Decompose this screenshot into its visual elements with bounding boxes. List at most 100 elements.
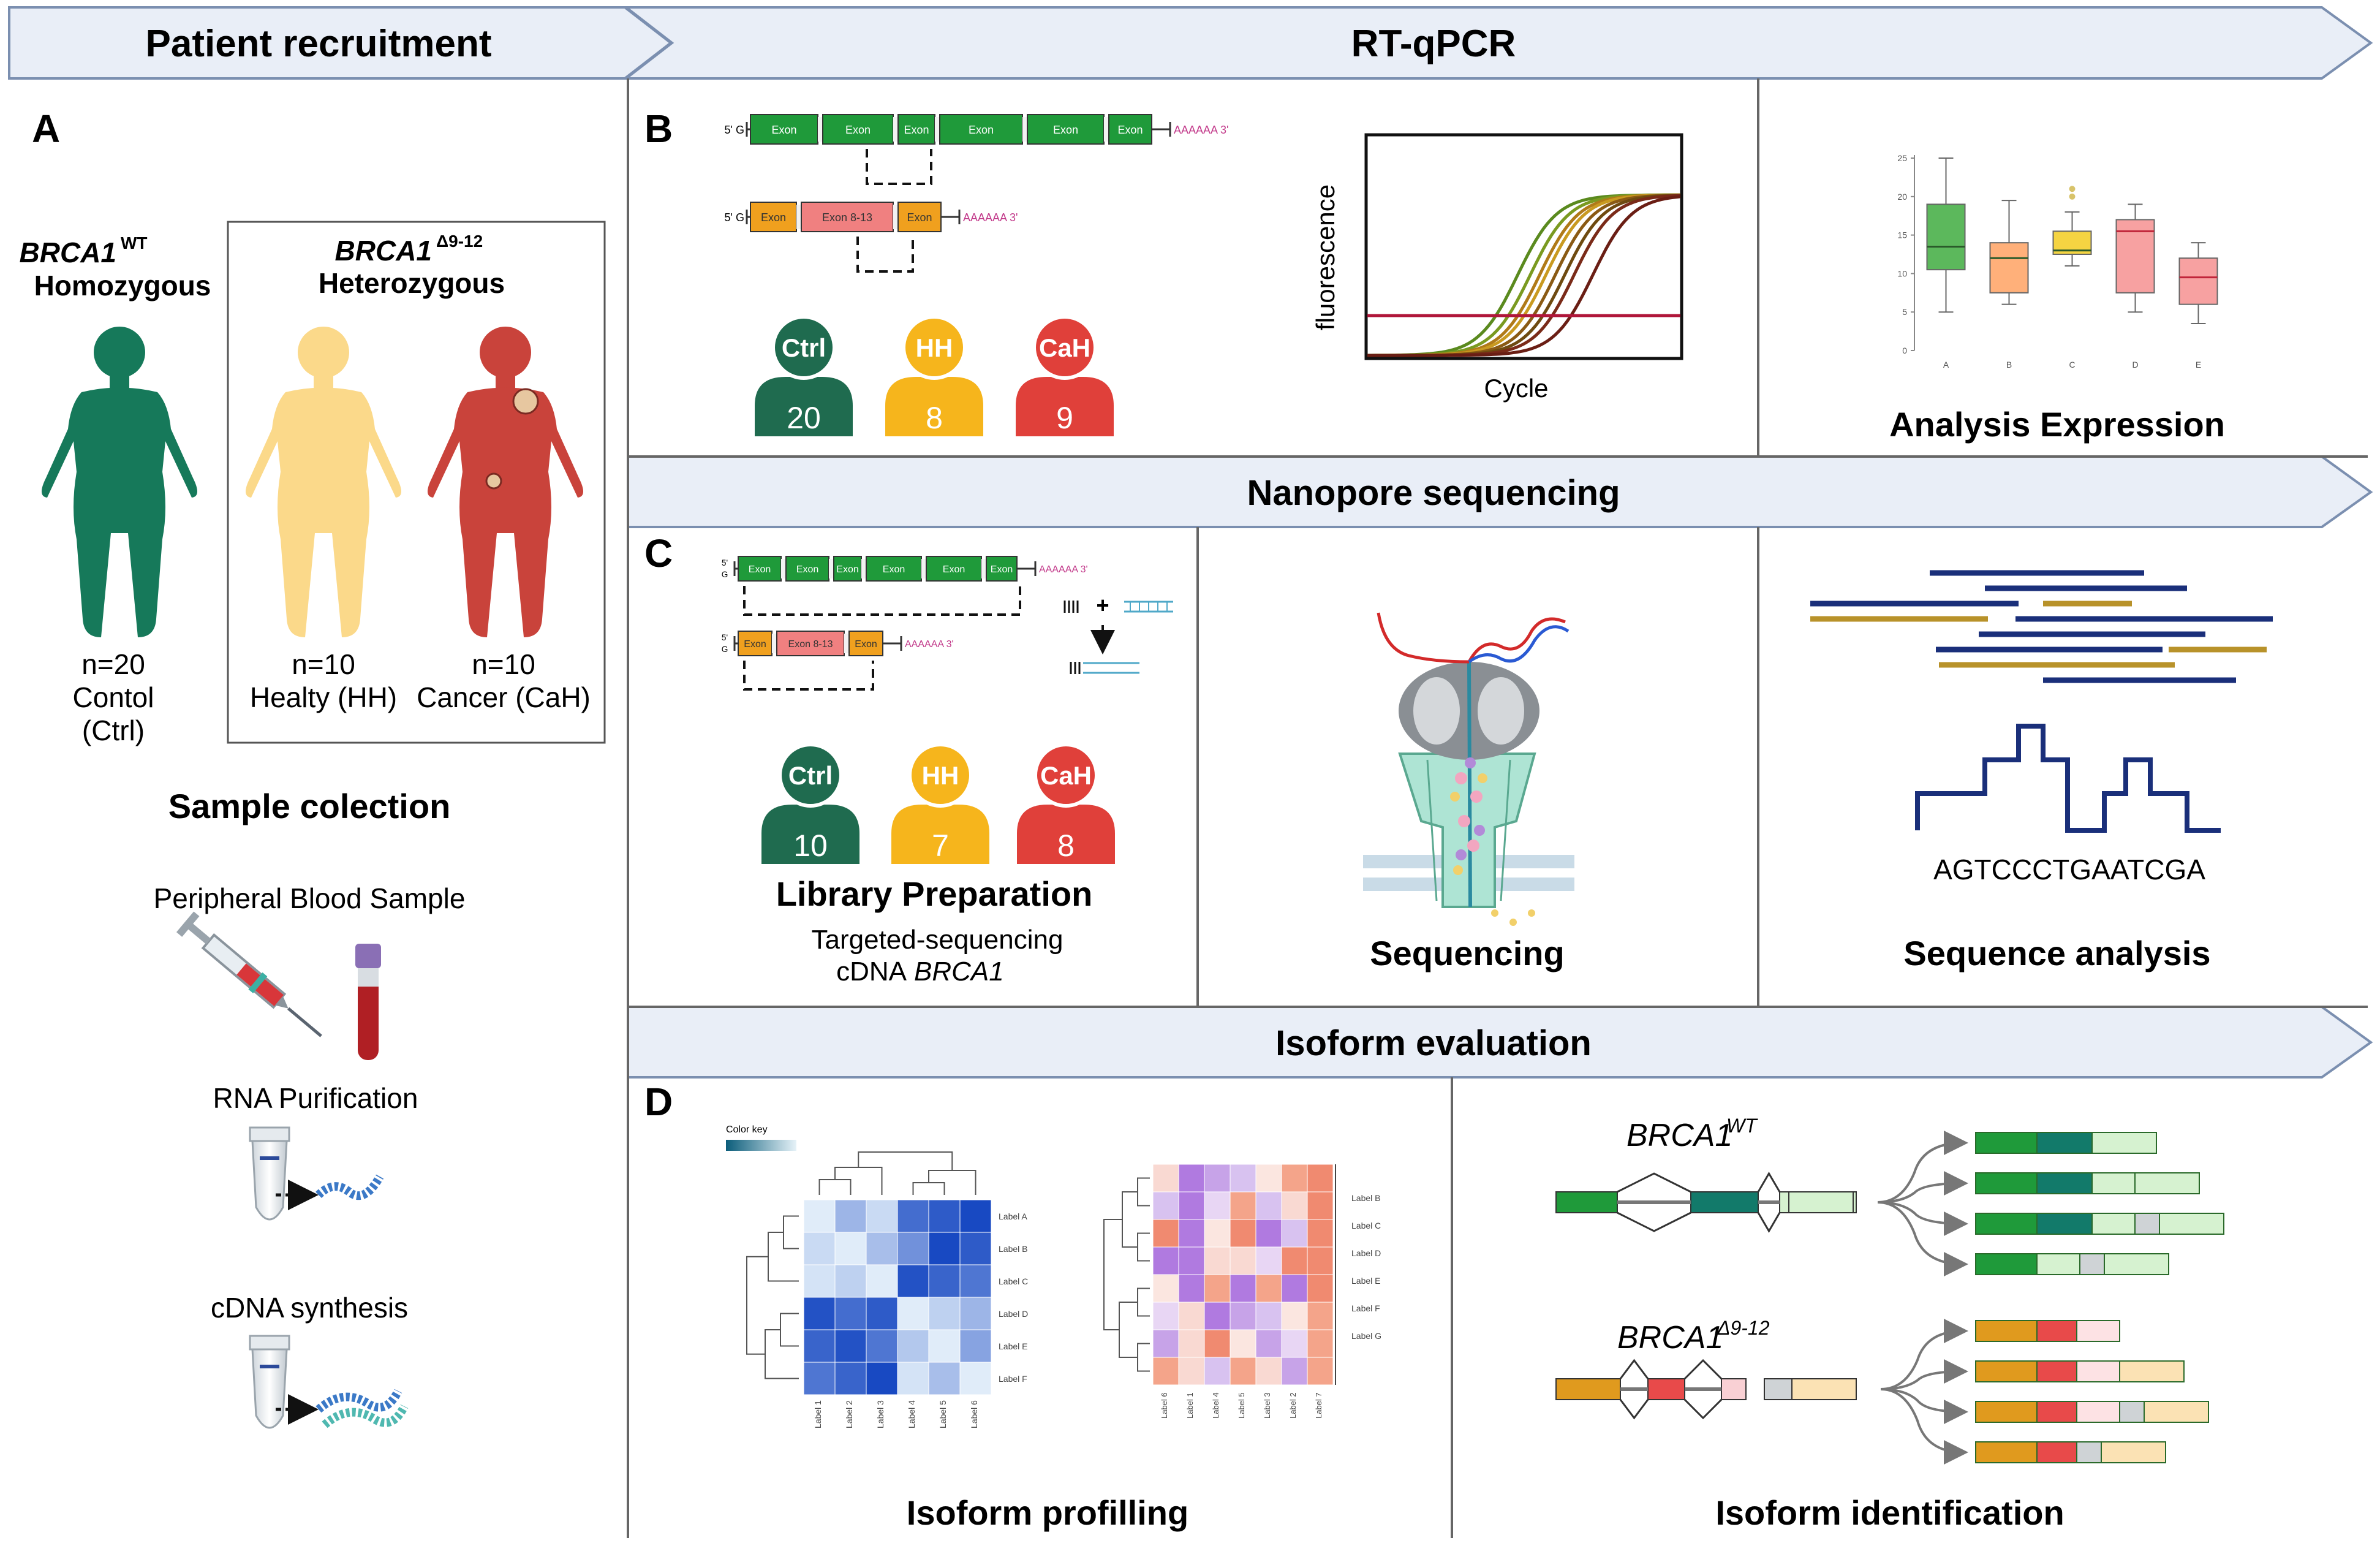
heatmap-cell xyxy=(1152,1357,1179,1386)
heatmap-cell xyxy=(1204,1246,1231,1275)
exon-junction xyxy=(921,559,926,578)
heatmap-cell xyxy=(1152,1191,1179,1220)
heatmap-row-label: Label E xyxy=(999,1341,1027,1351)
isoform-exon xyxy=(2101,1441,2166,1463)
group-body xyxy=(891,805,989,864)
heatmap-cell xyxy=(866,1199,898,1233)
exon-label: Exon xyxy=(749,564,771,575)
splice-arc xyxy=(1617,1211,1691,1232)
heatmap-row-label: Label G xyxy=(1351,1331,1381,1341)
dendrogram-branch xyxy=(912,1182,945,1195)
del-sup-label: Δ9-12 xyxy=(436,232,483,251)
heatmap-cell xyxy=(959,1297,992,1330)
gene-exon xyxy=(1555,1378,1621,1400)
heatmap-cell xyxy=(1307,1164,1334,1192)
exon-junction xyxy=(1104,117,1109,142)
heatmap-col-label: Label 3 xyxy=(1263,1392,1272,1419)
group-count: 7 xyxy=(932,828,949,863)
splice-arc xyxy=(1757,1212,1781,1233)
g-cap-label: G xyxy=(722,645,728,654)
heatmap-cell xyxy=(1281,1164,1308,1192)
heatmap-row-label: Label D xyxy=(1351,1248,1381,1258)
heatmap-cell xyxy=(803,1232,836,1265)
color-key-label: Color key xyxy=(726,1124,768,1135)
isoform-exon xyxy=(2134,1172,2200,1194)
boxplot-ytick-label: 0 xyxy=(1902,346,1907,355)
exon-label: Exon xyxy=(855,639,877,650)
hh-count: n=10 Healty (HH) xyxy=(250,648,397,713)
exon-label: Exon xyxy=(744,639,766,650)
isoform-identification-title: Isoform identification xyxy=(1715,1493,2064,1532)
banner-rtqpcr: RT-qPCR xyxy=(622,6,2373,80)
isoform-exon xyxy=(2076,1441,2102,1463)
panel-letter-b: B xyxy=(644,107,673,151)
exon-block xyxy=(738,556,782,582)
heatmap-cell xyxy=(834,1199,867,1233)
d-del-sup: Δ9-12 xyxy=(1717,1317,1770,1339)
dashed-bracket xyxy=(743,586,1021,616)
isoform-exon xyxy=(2036,1213,2093,1235)
heatmap-cell xyxy=(959,1199,992,1233)
dashed-bracket xyxy=(856,237,914,273)
heatmap-cell xyxy=(897,1199,929,1233)
heatmap-cell xyxy=(1204,1329,1231,1358)
gene-exon xyxy=(1647,1378,1685,1400)
heatmap-cell xyxy=(1178,1329,1205,1358)
dendrogram-branch xyxy=(834,1167,883,1195)
heatmap-col-label: Label 6 xyxy=(969,1400,979,1428)
heatmap-cell xyxy=(928,1362,961,1395)
isoform-exon xyxy=(2134,1213,2160,1235)
isoform-exon xyxy=(1975,1213,2038,1235)
heatmap-cell xyxy=(1178,1219,1205,1248)
heatmap-cell xyxy=(897,1264,929,1298)
d-wt-sup: WT xyxy=(1726,1115,1758,1137)
exon-junction xyxy=(893,205,898,229)
isoform-arrow xyxy=(1880,1388,1968,1424)
dendrogram-branch xyxy=(1122,1191,1138,1248)
heatmap-cell xyxy=(1281,1329,1308,1358)
dendrogram-branch xyxy=(1137,1343,1150,1372)
isoform-exon xyxy=(2036,1441,2077,1463)
exon-block xyxy=(897,114,935,145)
banner-isoform-label: Isoform evaluation xyxy=(1275,1023,1592,1063)
qpcr-xlabel: Cycle xyxy=(1484,374,1548,403)
heatmap-cell xyxy=(866,1362,898,1395)
group-head xyxy=(902,315,967,380)
group-head xyxy=(778,743,843,808)
isoform-exon xyxy=(2091,1132,2157,1154)
sequencing-title: Sequencing xyxy=(1370,934,1564,972)
isoform-exon xyxy=(1975,1172,2038,1194)
heatmap-col-label: Label 5 xyxy=(938,1400,948,1428)
isoform-exon xyxy=(2036,1172,2093,1194)
heatmap-cell xyxy=(1281,1191,1308,1220)
heatmap-row-label: Label B xyxy=(1351,1193,1380,1203)
heterozygous-box xyxy=(227,221,606,744)
isoform-arrow xyxy=(1877,1201,1968,1276)
heatmap-cell xyxy=(1307,1191,1334,1220)
nanopore-icon xyxy=(1363,612,1574,926)
heatmap-cell xyxy=(1230,1274,1256,1303)
group-head xyxy=(908,743,973,808)
rna-purification-label: RNA Purification xyxy=(213,1082,418,1114)
five-prime-label: 5' G xyxy=(725,211,744,224)
isoform-arrow xyxy=(1877,1171,1968,1204)
heatmap-cell xyxy=(803,1297,836,1330)
human-figure-cah-icon xyxy=(427,327,584,637)
library-preparation-title: Library Preparation xyxy=(776,874,1093,913)
heatmap-cell xyxy=(928,1297,961,1330)
isoform-exon xyxy=(2036,1253,2080,1275)
exon-junction xyxy=(893,117,898,142)
heatmap-row-label: Label F xyxy=(1351,1303,1380,1313)
heatmap-col-label: Label 4 xyxy=(907,1400,916,1428)
banner-isoform: Isoform evaluation xyxy=(627,1006,2373,1079)
analysis-expression-title: Analysis Expression xyxy=(1889,405,2225,444)
exon-label: Exon xyxy=(796,564,818,575)
heatmap-cell xyxy=(1255,1274,1282,1303)
boxplot-outlier xyxy=(2069,193,2076,200)
group-body xyxy=(885,377,983,436)
isoform-exon xyxy=(1975,1132,2038,1154)
heatmap-cell xyxy=(1152,1302,1179,1330)
